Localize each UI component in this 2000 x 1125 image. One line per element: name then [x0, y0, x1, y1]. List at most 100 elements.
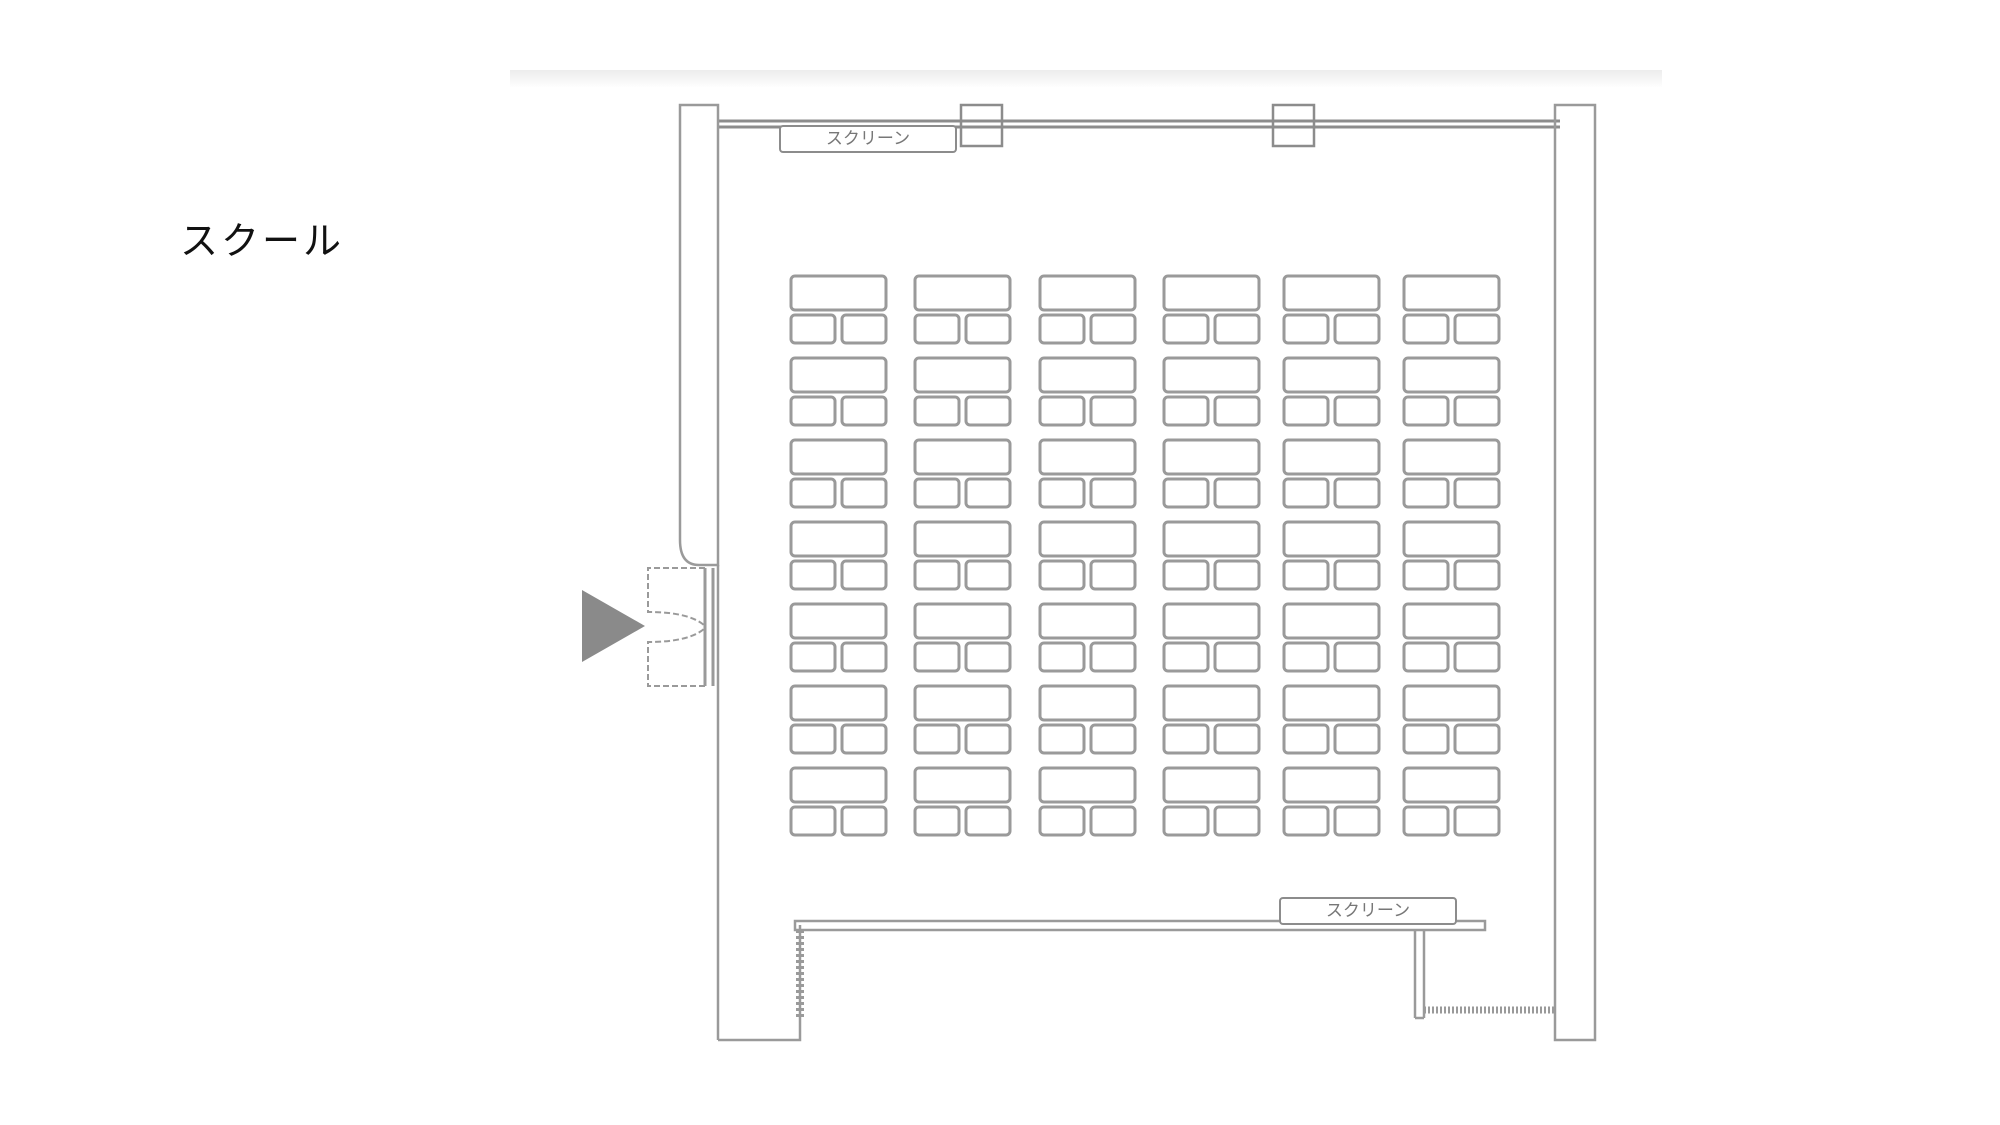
chair: [1282, 723, 1330, 755]
chair: [1162, 805, 1210, 837]
chair: [1038, 641, 1086, 673]
chair: [840, 641, 888, 673]
desk: [1038, 684, 1137, 722]
chair: [1282, 313, 1330, 345]
desk: [1162, 438, 1261, 476]
chair: [1162, 559, 1210, 591]
chair: [1038, 805, 1086, 837]
layout-title: スクール: [180, 219, 345, 263]
seat-group: [789, 602, 888, 673]
chair: [1089, 477, 1137, 509]
desk: [1162, 766, 1261, 804]
chair: [789, 641, 837, 673]
chair: [964, 477, 1012, 509]
desk: [913, 520, 1012, 558]
seat-group: [1282, 766, 1381, 837]
chair: [1333, 395, 1381, 427]
chair: [1282, 477, 1330, 509]
chair: [1038, 723, 1086, 755]
chair: [964, 313, 1012, 345]
chair: [1402, 641, 1450, 673]
chair: [1089, 723, 1137, 755]
chair: [789, 395, 837, 427]
seat-group: [1162, 520, 1261, 591]
desk: [1282, 356, 1381, 394]
desk: [1402, 602, 1501, 640]
seat-group: [789, 766, 888, 837]
top-shade: [510, 70, 1662, 88]
seat-group: [1402, 684, 1501, 755]
chair: [1333, 805, 1381, 837]
seat-group: [1282, 520, 1381, 591]
seat-group: [913, 766, 1012, 837]
seat-group: [913, 684, 1012, 755]
chair: [789, 805, 837, 837]
chair: [1453, 805, 1501, 837]
seat-group: [1402, 766, 1501, 837]
bottom-screen-label: スクリーン: [1326, 901, 1410, 921]
seat-group: [1162, 766, 1261, 837]
chair: [1089, 805, 1137, 837]
desk: [1282, 602, 1381, 640]
chair: [1282, 805, 1330, 837]
seat-group: [789, 356, 888, 427]
chair: [1213, 313, 1261, 345]
desk: [1038, 274, 1137, 312]
seat-group: [1038, 356, 1137, 427]
desk: [1402, 766, 1501, 804]
chair: [1402, 723, 1450, 755]
chair: [1453, 723, 1501, 755]
chair: [1038, 559, 1086, 591]
desk: [1402, 274, 1501, 312]
chair: [1213, 395, 1261, 427]
seat-group: [789, 684, 888, 755]
chair: [1162, 641, 1210, 673]
seat-group: [1162, 438, 1261, 509]
seat-group: [1282, 356, 1381, 427]
chair: [1162, 477, 1210, 509]
desk: [1282, 520, 1381, 558]
desk: [1402, 438, 1501, 476]
seat-group: [1162, 684, 1261, 755]
desk: [1282, 438, 1381, 476]
seat-group: [913, 602, 1012, 673]
seat-group: [913, 356, 1012, 427]
desk: [913, 766, 1012, 804]
chair: [1282, 395, 1330, 427]
chair: [964, 641, 1012, 673]
seat-group: [789, 438, 888, 509]
bottom-screen: スクリーン: [1279, 897, 1457, 925]
chair: [1089, 559, 1137, 591]
desk: [1162, 274, 1261, 312]
top-screen: スクリーン: [779, 125, 957, 153]
chair: [1333, 477, 1381, 509]
seat-group: [1282, 602, 1381, 673]
chair: [1402, 477, 1450, 509]
chair: [1089, 641, 1137, 673]
desk: [1162, 356, 1261, 394]
desk: [789, 766, 888, 804]
chair: [1453, 395, 1501, 427]
right-wall: [1553, 103, 1597, 1042]
desk: [913, 684, 1012, 722]
chair: [913, 805, 961, 837]
seat-group: [1038, 438, 1137, 509]
seat-group: [1402, 520, 1501, 591]
chair: [1333, 723, 1381, 755]
chair: [1162, 313, 1210, 345]
desk: [913, 274, 1012, 312]
desk: [1402, 356, 1501, 394]
desk: [789, 438, 888, 476]
desk: [1162, 602, 1261, 640]
seating-area: [789, 274, 1501, 837]
bottom-partition: [793, 919, 1487, 1020]
chair: [964, 805, 1012, 837]
chair: [840, 395, 888, 427]
desk: [1402, 684, 1501, 722]
desk: [913, 602, 1012, 640]
seat-group: [1038, 274, 1137, 345]
chair: [1282, 641, 1330, 673]
desk: [1162, 684, 1261, 722]
desk: [1282, 274, 1381, 312]
